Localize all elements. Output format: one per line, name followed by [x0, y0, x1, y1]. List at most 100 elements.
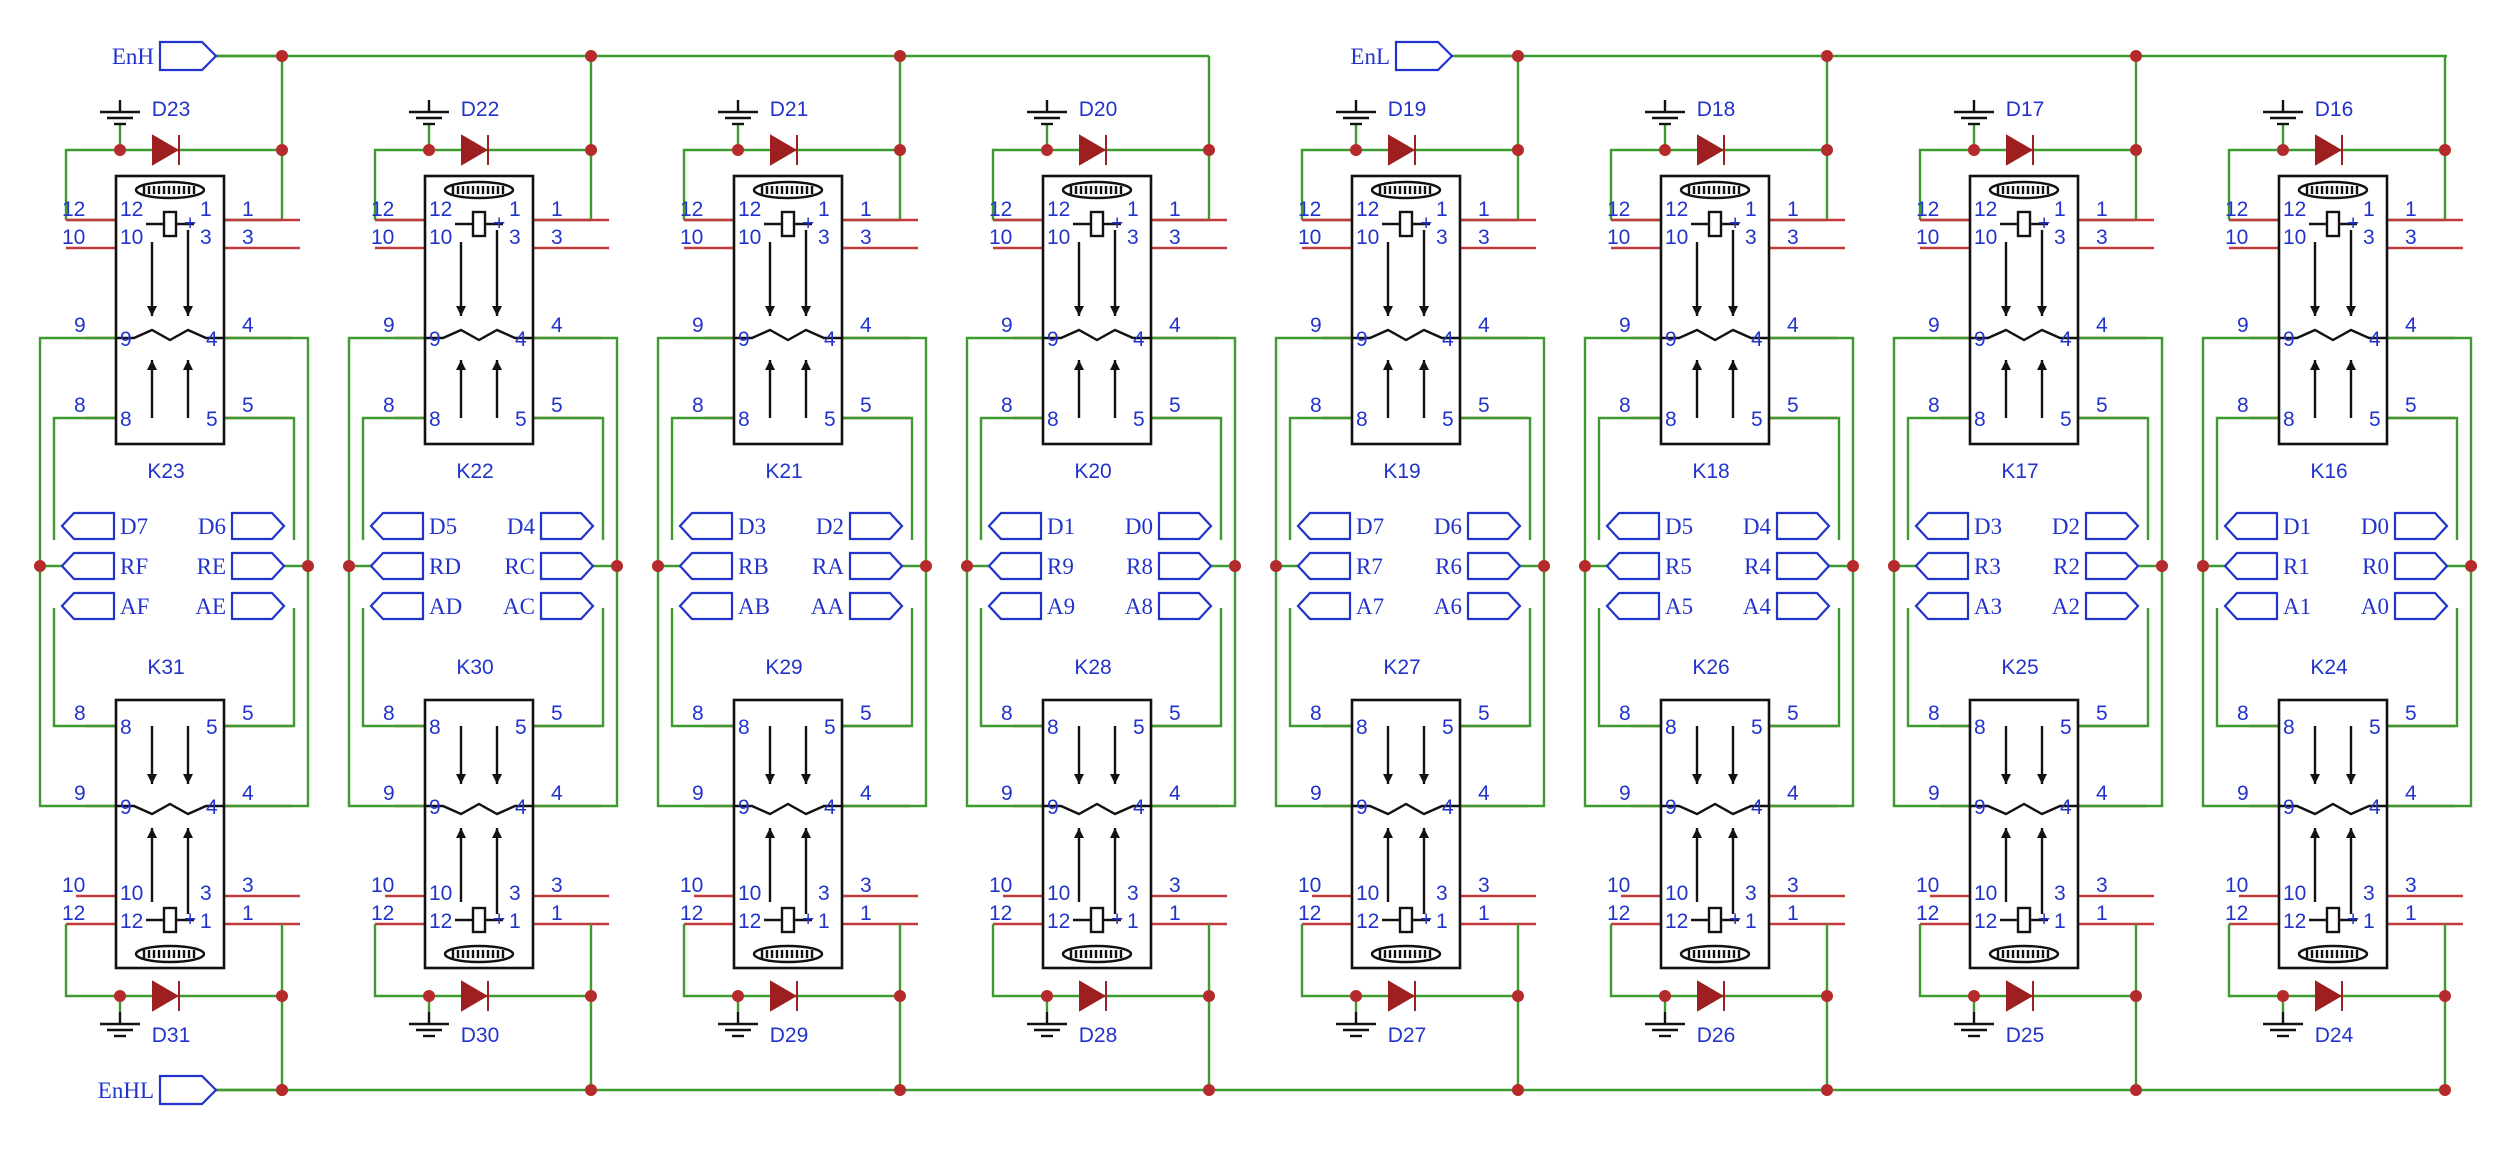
pin-number: 9 [1310, 314, 1322, 337]
diode-icon [2006, 980, 2033, 1012]
switch-arm [1661, 328, 1769, 342]
port-shape [2223, 551, 2279, 581]
pin-number: 9 [1001, 314, 1013, 337]
port-shape [848, 511, 904, 541]
pin-number: 8 [1928, 702, 1940, 725]
arrow-head [456, 360, 466, 370]
pin-number: 4 [1478, 782, 1490, 805]
pin-number: 1 [860, 198, 872, 221]
pin-number: 9 [120, 328, 132, 351]
pin-number: 4 [2369, 328, 2381, 351]
wire [361, 608, 425, 728]
arrow-head [1419, 828, 1429, 838]
port-shape [230, 511, 286, 541]
pin-number: 12 [2283, 198, 2306, 221]
port-label: R4 [1744, 554, 1771, 579]
pin-number: 1 [2096, 902, 2108, 925]
pin-number: 9 [429, 328, 441, 351]
pin-number: 1 [2363, 198, 2375, 221]
switch-arm [2279, 328, 2387, 342]
pin-number: 10 [1047, 882, 1070, 905]
pin-number: 8 [74, 702, 86, 725]
arrow-head [492, 360, 502, 370]
arrow-head [801, 360, 811, 370]
switch-arm [734, 802, 842, 816]
relay-coil-oval [1988, 180, 2060, 200]
port-label: A9 [1047, 594, 1075, 619]
pin-number: 12 [120, 910, 143, 933]
pin-number: 5 [1442, 716, 1454, 739]
ground-icon [718, 100, 758, 126]
pin-number: 8 [1928, 394, 1940, 417]
ground-icon [1954, 1012, 1994, 1038]
port-shape [2393, 591, 2449, 621]
ground-icon [1336, 100, 1376, 126]
pin-number: 12 [1607, 902, 1630, 925]
pin-number: 10 [1916, 874, 1939, 897]
pin-number: 3 [1787, 874, 1799, 897]
relay-body [2277, 174, 2389, 446]
arrow-head [1692, 306, 1702, 316]
enable-port-shape [158, 40, 218, 72]
pin-number: 4 [2060, 328, 2072, 351]
wire [1288, 608, 1352, 728]
junction-dot [1041, 144, 1053, 156]
arrow-head [1110, 360, 1120, 370]
pin-number: 12 [371, 198, 394, 221]
wire [2078, 608, 2150, 728]
port-shape [1157, 551, 1213, 581]
pin-number: 4 [1133, 328, 1145, 351]
port-label: A3 [1974, 594, 2002, 619]
arrow-head [1074, 828, 1084, 838]
wire [842, 416, 914, 540]
relay-coil-oval [443, 944, 515, 964]
pin-number: 12 [1916, 198, 1939, 221]
pin-number: 1 [1436, 910, 1448, 933]
relay-body [1350, 698, 1462, 970]
relay-body [1041, 698, 1153, 970]
pin-number: 5 [2369, 716, 2381, 739]
relay-body [732, 174, 844, 446]
diode-label: D30 [461, 1024, 500, 1047]
relay-coil-oval [1061, 180, 1133, 200]
pin-number: 9 [692, 314, 704, 337]
junction-dot [1659, 990, 1671, 1002]
pin-number: 8 [383, 394, 395, 417]
pin-number: 8 [1974, 716, 1986, 739]
port-label: A2 [2052, 594, 2080, 619]
port-label: R7 [1356, 554, 1383, 579]
port-label: D6 [1434, 514, 1462, 539]
arrow-head [2346, 306, 2356, 316]
pin-number: 10 [1298, 226, 1321, 249]
diode-icon [2315, 134, 2342, 166]
junction-dot [1847, 560, 1859, 572]
pin-number: 3 [1478, 874, 1490, 897]
pin-number: 5 [2405, 394, 2417, 417]
port-shape [60, 511, 116, 541]
relay-coil-oval [752, 944, 824, 964]
coil-plus: + [1111, 908, 1123, 931]
pin-number: 10 [62, 226, 85, 249]
arrow-head [2310, 360, 2320, 370]
arrow-head [147, 306, 157, 316]
switch-arm [1043, 802, 1151, 816]
coil-plus: + [802, 212, 814, 235]
arrow-head [801, 828, 811, 838]
coil-plus: + [1729, 212, 1741, 235]
pin-number: 10 [1665, 882, 1688, 905]
wire [1769, 416, 1841, 540]
junction-dot [652, 560, 664, 572]
diode-label: D24 [2315, 1024, 2354, 1047]
pin-number: 10 [2283, 882, 2306, 905]
relay-body [114, 174, 226, 446]
junction-dot [2439, 144, 2451, 156]
junction-dot [343, 560, 355, 572]
pin-number: 1 [1169, 902, 1181, 925]
pin-number: 3 [2363, 882, 2375, 905]
arrow-head [456, 828, 466, 838]
arrow-head [2001, 360, 2011, 370]
port-label: AE [195, 594, 226, 619]
pin-number: 12 [1607, 198, 1630, 221]
port-label: D4 [1743, 514, 1772, 539]
diode-label: D16 [2315, 98, 2354, 121]
